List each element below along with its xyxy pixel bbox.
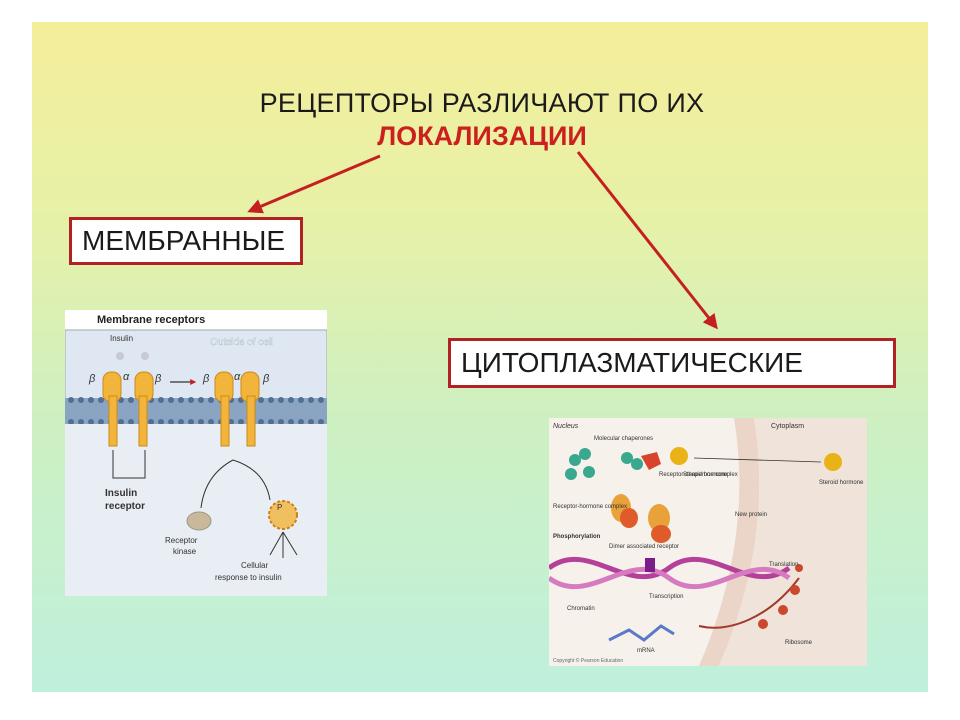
membrane-receptor-figure: Membrane receptors Insulin Outside of ce… [64, 310, 328, 597]
svg-text:Ribosome: Ribosome [785, 640, 813, 646]
receptor-kinase-label-line1: Receptor [165, 536, 198, 545]
svg-text:Steroid hormone: Steroid hormone [819, 480, 864, 486]
insulin-receptor-label-line2: receptor [105, 501, 145, 512]
arrow-to-membrane [247, 154, 381, 214]
nucleus-label: Nucleus [553, 423, 579, 430]
svg-text:Chromatin: Chromatin [567, 606, 595, 612]
svg-text:Transcription: Transcription [649, 594, 683, 600]
svg-text:Molecular chaperones: Molecular chaperones [594, 436, 653, 442]
insulin-receptor-label-line1: Insulin [105, 488, 137, 499]
insulin-label: Insulin [110, 334, 133, 343]
svg-text:β: β [202, 373, 210, 385]
svg-text:α: α [123, 371, 130, 383]
membrane-figure-heading: Membrane receptors [97, 314, 205, 326]
svg-text:α: α [234, 371, 241, 383]
svg-text:Receptor-hormone complex: Receptor-hormone complex [553, 504, 627, 510]
cytoplasmic-receptor-illustration: Nucleus Cytoplasm Molecular chaperones R… [547, 418, 867, 666]
svg-text:Dimer associated receptor: Dimer associated receptor [609, 544, 679, 550]
svg-text:mRNA: mRNA [637, 648, 655, 654]
cytoplasm-label: Cytoplasm [771, 423, 804, 430]
slide-title-line2: ЛОКАЛИЗАЦИИ [377, 121, 587, 151]
cellular-response-shape [268, 500, 298, 530]
cytoplasmic-category-box: ЦИТОПЛАЗМАТИЧЕСКИЕ [448, 338, 896, 388]
svg-text:Phosphorylation: Phosphorylation [553, 534, 601, 540]
arrow-to-cytoplasmic [576, 151, 718, 330]
cytoplasmic-category-label: ЦИТОПЛАЗМАТИЧЕСКИЕ [461, 347, 803, 378]
membrane-category-label: МЕМБРАННЫЕ [82, 225, 286, 256]
insulin-molecule [116, 352, 124, 360]
slide-title-line1: РЕЦЕПТОРЫ РАЗЛИЧАЮТ ПО ИХ [259, 88, 705, 118]
outside-of-cell-label: Outside of cell [210, 337, 273, 348]
svg-text:P: P [277, 503, 282, 512]
receptor-kinase-label-line2: kinase [173, 547, 197, 556]
svg-text:Steroid hormone: Steroid hormone [683, 472, 728, 478]
svg-text:β: β [88, 373, 96, 385]
svg-text:β: β [262, 373, 270, 385]
receptor-kinase-shape [186, 511, 212, 531]
svg-text:Translation: Translation [769, 562, 798, 568]
svg-text:Receptor-chaperone complex: Receptor-chaperone complex [659, 472, 738, 478]
svg-text:New protein: New protein [735, 512, 767, 518]
svg-text:Copyright © Pearson Education: Copyright © Pearson Education [553, 657, 623, 664]
cellular-response-label-line1: Cellular [241, 561, 268, 570]
cellular-response-label-line2: response to insulin [215, 573, 282, 582]
svg-text:β: β [154, 373, 162, 385]
cytoplasmic-receptor-figure: Nucleus Cytoplasm Molecular chaperones R… [547, 418, 867, 666]
receptor-chaperone-shape [641, 452, 661, 470]
membrane-category-box: МЕМБРАННЫЕ [69, 217, 303, 265]
membrane-receptor-illustration: Membrane receptors Insulin Outside of ce… [64, 310, 328, 597]
